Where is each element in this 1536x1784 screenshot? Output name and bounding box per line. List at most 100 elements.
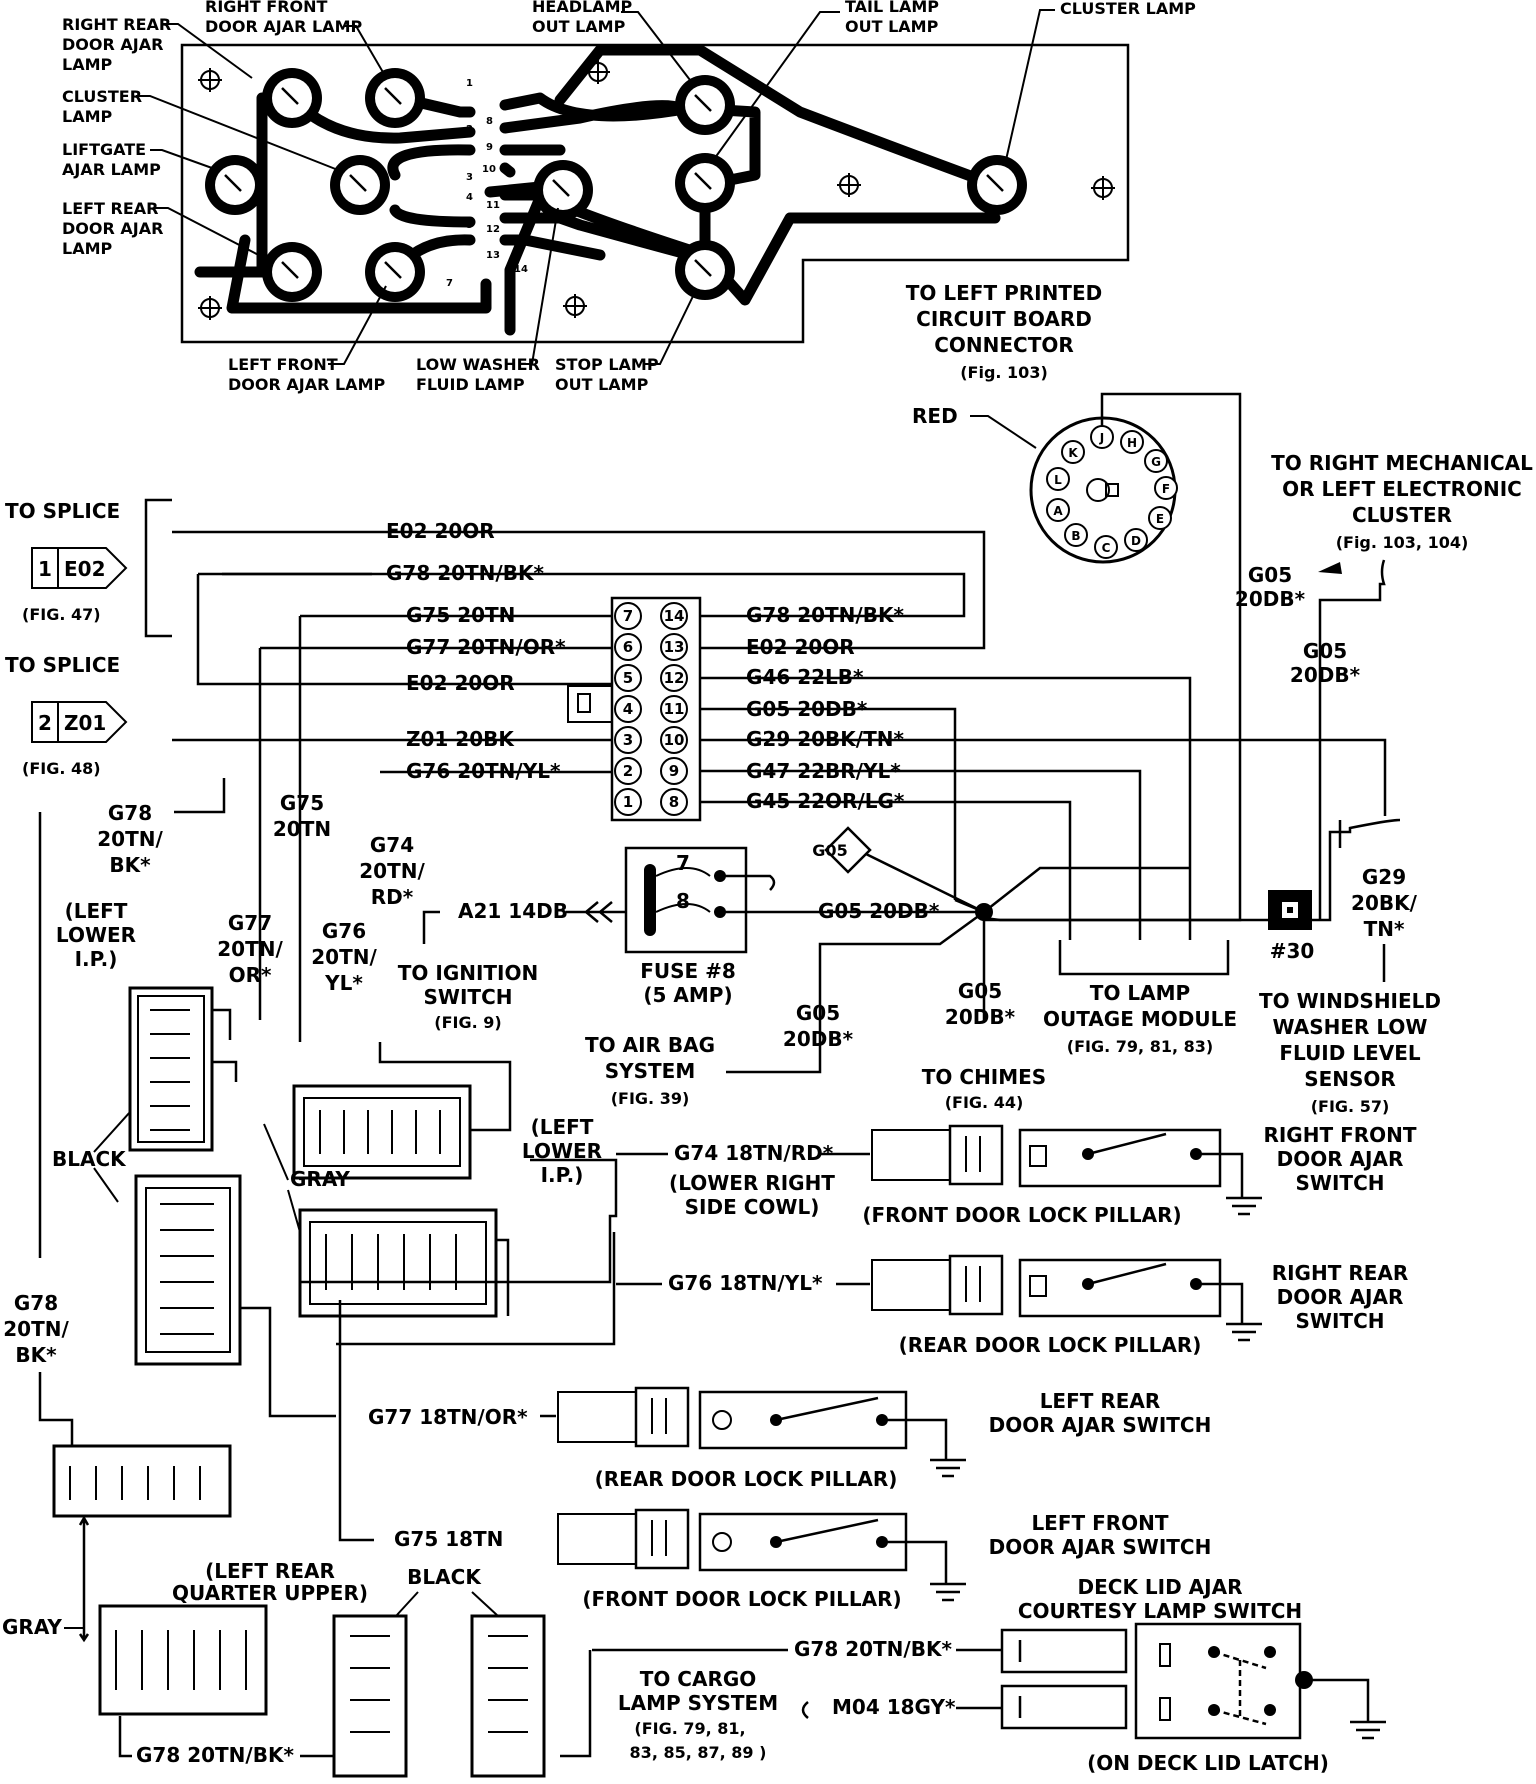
- splice-name: G05: [812, 841, 847, 860]
- label-g05: G05: [1248, 563, 1292, 587]
- switch-right-rear: G76 18TN/YL* (REAR DOOR LOCK PILLAR) RIG…: [616, 1254, 1409, 1357]
- connector-pin: J: [1099, 431, 1104, 445]
- pcb-pin: 2: [466, 124, 473, 135]
- label-to-left-pcb: TO LEFT PRINTED: [906, 281, 1102, 305]
- wire-label: G76 18TN/YL*: [668, 1271, 823, 1295]
- label-to-lamp-outage: (FIG. 79, 81, 83): [1067, 1037, 1213, 1056]
- label-to-cargo-lamp: 83, 85, 87, 89 ): [630, 1743, 767, 1762]
- label-stop-lamp-out-lamp: OUT LAMP: [555, 375, 649, 394]
- wire-label: G78 20TN/BK*: [794, 1637, 952, 1661]
- label-tail-lamp-out-lamp: OUT LAMP: [845, 17, 939, 36]
- label-tail-lamp-out-lamp: TAIL LAMP: [845, 0, 939, 16]
- label-to-washer-sensor: FLUID LEVEL: [1279, 1041, 1420, 1065]
- label-g05: 20DB*: [1290, 663, 1361, 687]
- wire-label: E02 20OR: [386, 519, 495, 543]
- wire-label: G29: [1362, 865, 1406, 889]
- connector-pin: 8: [669, 793, 679, 811]
- mounting-hole-icon: [563, 294, 587, 318]
- label-left-front-door-lamp: DOOR AJAR LAMP: [228, 375, 385, 394]
- connector-pin: E: [1156, 512, 1164, 526]
- label-left-lower-ip: I.P.): [75, 947, 118, 971]
- lamp-socket-liftgate: [205, 155, 265, 215]
- label-fuse-amp: (5 AMP): [643, 983, 732, 1007]
- label-switch-name: LEFT FRONT: [1031, 1511, 1168, 1535]
- label-pillar: (FRONT DOOR LOCK PILLAR): [862, 1203, 1181, 1227]
- mounting-hole-icon: [198, 296, 222, 320]
- label-black: BLACK: [52, 1147, 127, 1171]
- label-to-ignition: (FIG. 9): [434, 1013, 501, 1032]
- label-right-front-door-lamp: DOOR AJAR LAMP: [205, 17, 362, 36]
- label-to-cargo-lamp: TO CARGO: [640, 1667, 757, 1691]
- fuse-pin: 7: [676, 851, 690, 875]
- label-left-rear-door-lamp: DOOR AJAR: [62, 219, 163, 238]
- pcb-pin: 8: [486, 116, 493, 127]
- label-switch-name: LEFT REAR: [1040, 1389, 1161, 1413]
- wire-label: M04 18GY*: [832, 1695, 956, 1719]
- pcb-pin: 14: [514, 264, 528, 275]
- connector-pin: 10: [664, 731, 685, 749]
- wire-label: G05 20DB*: [746, 697, 868, 721]
- pcb-pin: 11: [486, 200, 500, 211]
- label-switch-name: RIGHT FRONT: [1263, 1123, 1416, 1147]
- lamp-socket-right-rear-door: [262, 68, 322, 128]
- ground-30: #30: [1268, 890, 1314, 963]
- wire-label: YL*: [324, 971, 363, 995]
- wire-label: BK*: [15, 1343, 57, 1367]
- deck-lid-switch: DECK LID AJAR COURTESY LAMP SWITCH G78 2…: [560, 1575, 1386, 1775]
- splice-name: E02: [64, 557, 106, 581]
- label-to-right-cluster: CLUSTER: [1352, 503, 1452, 527]
- fuse-8: 7 8 FUSE #8 (5 AMP) A21 14DB G05 20DB* G…: [422, 826, 940, 1007]
- connector-pin: 1: [623, 793, 633, 811]
- wire-label: G76: [322, 919, 366, 943]
- label-headlamp-out-lamp: OUT LAMP: [532, 17, 626, 36]
- connector-pin: L: [1054, 473, 1062, 487]
- label-stop-lamp-out-lamp: STOP LAMP: [555, 355, 659, 374]
- connector-pin: B: [1071, 529, 1080, 543]
- label-to-lamp-outage: TO LAMP: [1090, 981, 1190, 1005]
- label-ground: #30: [1270, 939, 1315, 963]
- label-location: (LOWER RIGHT: [669, 1171, 835, 1195]
- mounting-hole-icon: [198, 68, 222, 92]
- label-left-lower-ip: LOWER: [56, 923, 136, 947]
- wire-label: G05: [958, 979, 1002, 1003]
- wire-label: G78: [108, 801, 152, 825]
- label-deck-location: (ON DECK LID LATCH): [1087, 1751, 1329, 1775]
- wire-label: G74 18TN/RD*: [674, 1141, 834, 1165]
- switch-left-rear: G77 18TN/OR* (REAR DOOR LOCK PILLAR) LEF…: [368, 1386, 1211, 1491]
- lamp-socket-left-rear-door: [262, 242, 322, 302]
- label-to-washer-sensor: (FIG. 57): [1311, 1097, 1390, 1116]
- wire-label: 20TN/: [3, 1317, 69, 1341]
- label-right-rear-door-lamp: LAMP: [62, 55, 113, 74]
- label-to-lamp-outage: OUTAGE MODULE: [1043, 1007, 1237, 1031]
- label-to-chimes: TO CHIMES: [922, 1065, 1046, 1089]
- wire-label: G45 22OR/LG*: [746, 789, 905, 813]
- label-to-air-bag: (FIG. 39): [611, 1089, 690, 1108]
- connector-pin: G: [1151, 455, 1161, 469]
- pcb-pin: 12: [486, 224, 500, 235]
- connector-pin: 2: [623, 762, 633, 780]
- label-black: BLACK: [407, 1565, 482, 1589]
- wire-label: G78: [14, 1291, 58, 1315]
- right-cluster-ref: TO RIGHT MECHANICAL OR LEFT ELECTRONIC C…: [1235, 451, 1533, 696]
- connector-pin: F: [1162, 482, 1170, 496]
- label-left-rear-door-lamp: LEFT REAR: [62, 199, 159, 218]
- pcb-pin: 4: [466, 192, 473, 203]
- label-red: RED: [912, 404, 958, 428]
- wire-label: 20TN/: [217, 937, 283, 961]
- connector-pin: 9: [669, 762, 679, 780]
- wire-label: G77 20TN/OR*: [406, 635, 566, 659]
- splice-name: Z01: [64, 711, 106, 735]
- label-left-lower-ip: (LEFT: [65, 899, 128, 923]
- wire-label: 20BK/: [1351, 891, 1418, 915]
- label-left-rear-quarter: QUARTER UPPER): [172, 1581, 368, 1605]
- label-to-splice: TO SPLICE: [5, 653, 120, 677]
- connector-pin: 11: [664, 700, 685, 718]
- label-fig-ref: (FIG. 48): [22, 759, 101, 778]
- label-left-front-door-lamp: LEFT FRONT: [228, 355, 338, 374]
- connector-pin: 7: [623, 607, 633, 625]
- label-left-lower-ip: (LEFT: [531, 1115, 594, 1139]
- inline-connector-14: 7 6 5 4 3 2 1 14 13 12 11 10 9 8: [567, 596, 702, 822]
- lamp-socket-stop: [675, 240, 735, 300]
- label-switch-name: RIGHT REAR: [1272, 1261, 1409, 1285]
- label-to-right-cluster: TO RIGHT MECHANICAL: [1271, 451, 1533, 475]
